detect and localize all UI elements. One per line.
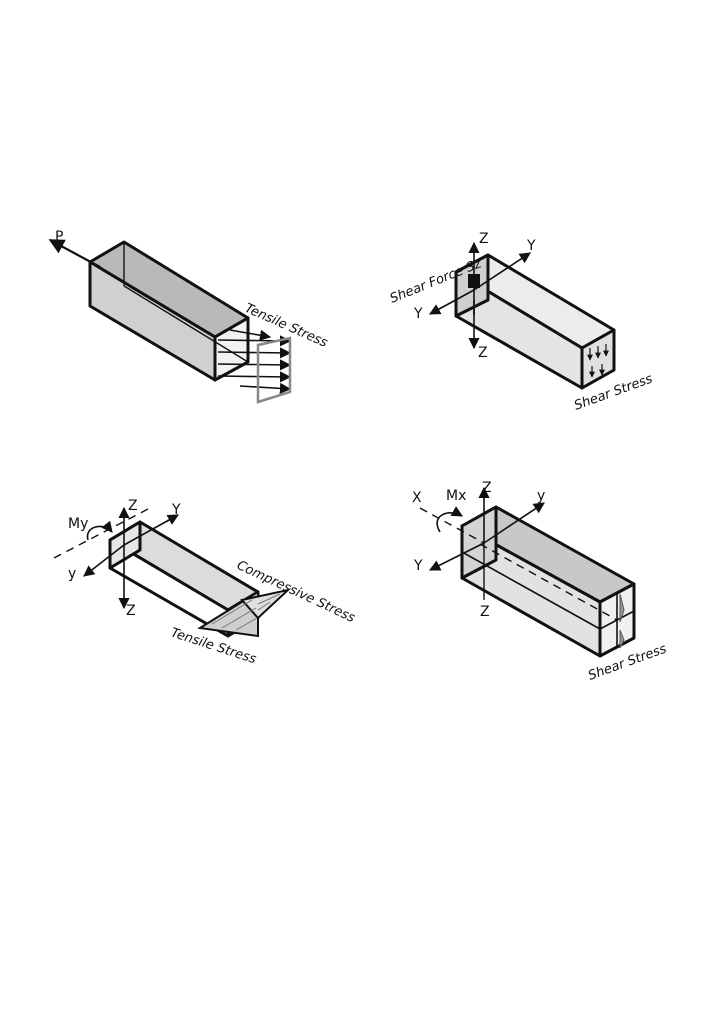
panel-torsion: X Mx Z y Y Z Shear Stress bbox=[412, 480, 669, 684]
neutral-axis-dashed bbox=[53, 507, 151, 559]
force-p-label: P bbox=[55, 229, 63, 245]
y-axis bbox=[123, 514, 179, 546]
compressive-stress-wedge bbox=[240, 588, 292, 620]
shear-stress-wedge bbox=[619, 593, 625, 623]
moment-my-label: My bbox=[68, 516, 88, 532]
hatch-line bbox=[211, 599, 253, 625]
torsion-axes bbox=[419, 486, 545, 600]
stress-arrow bbox=[217, 359, 292, 371]
axis-z-neg-label: Z bbox=[480, 604, 490, 620]
panel-shear-force: Z Y Y Z Shear Force Sz Shear Stress bbox=[388, 231, 655, 414]
beam-3 bbox=[108, 520, 292, 638]
beam-1 bbox=[88, 240, 250, 382]
y-negative-axis bbox=[428, 542, 485, 571]
axis-z-label: Z bbox=[482, 480, 492, 496]
stress-arrow bbox=[217, 371, 292, 383]
force-p-arrow bbox=[48, 239, 101, 268]
hatch-line bbox=[257, 593, 281, 605]
axis-x-label: X bbox=[412, 490, 422, 506]
shear-stress-arrows bbox=[587, 344, 609, 378]
beam-4 bbox=[460, 505, 636, 658]
axis-y-label: y bbox=[537, 488, 545, 504]
y-negative-axis bbox=[429, 289, 475, 315]
moment-my-arrow bbox=[86, 520, 113, 541]
axis-y-neg-label: Y bbox=[413, 558, 423, 574]
hatch-line bbox=[221, 607, 257, 629]
tensile-stress-arrows bbox=[217, 329, 292, 404]
hatch-line bbox=[257, 601, 271, 611]
beam-2 bbox=[454, 253, 616, 390]
bending-y-axes bbox=[53, 506, 179, 610]
axis-y-label: Y bbox=[171, 502, 181, 518]
y-axis bbox=[483, 502, 545, 544]
axis-y-label: Y bbox=[526, 238, 536, 254]
panel-bending-y: My Z Y y Z Compressive Stress Tensile St… bbox=[53, 498, 357, 667]
stress-arrow bbox=[229, 329, 272, 341]
axis-z-label: Z bbox=[128, 498, 138, 514]
axis-y-neg-label: y bbox=[68, 566, 76, 582]
axis-z-label: Z bbox=[479, 231, 489, 247]
beam-1-hidden-edge bbox=[123, 285, 249, 363]
stress-arrow bbox=[217, 347, 292, 359]
shear-stress-wedge bbox=[619, 629, 625, 649]
axis-z-neg-label: Z bbox=[478, 345, 488, 361]
axis-z-neg-label: Z bbox=[126, 603, 136, 619]
tensile-stress-label: Tensile Stress bbox=[242, 301, 330, 351]
panel-axial-tension: P Tensile Stress bbox=[48, 229, 330, 404]
torsion-axis-dashed bbox=[479, 543, 618, 621]
tensile-stress-block bbox=[256, 336, 292, 404]
moment-mx-label: Mx bbox=[446, 488, 466, 504]
shear-axes bbox=[429, 241, 531, 350]
y-negative-axis bbox=[83, 544, 125, 577]
axis-y-neg-label: Y bbox=[413, 306, 423, 322]
y-axis bbox=[473, 252, 531, 291]
moment-mx-arrow bbox=[436, 506, 463, 533]
x-axis-dashed bbox=[419, 507, 485, 544]
beam-4-mid-line bbox=[461, 551, 601, 630]
stress-arrow bbox=[239, 382, 292, 394]
hatch-line bbox=[235, 617, 258, 631]
